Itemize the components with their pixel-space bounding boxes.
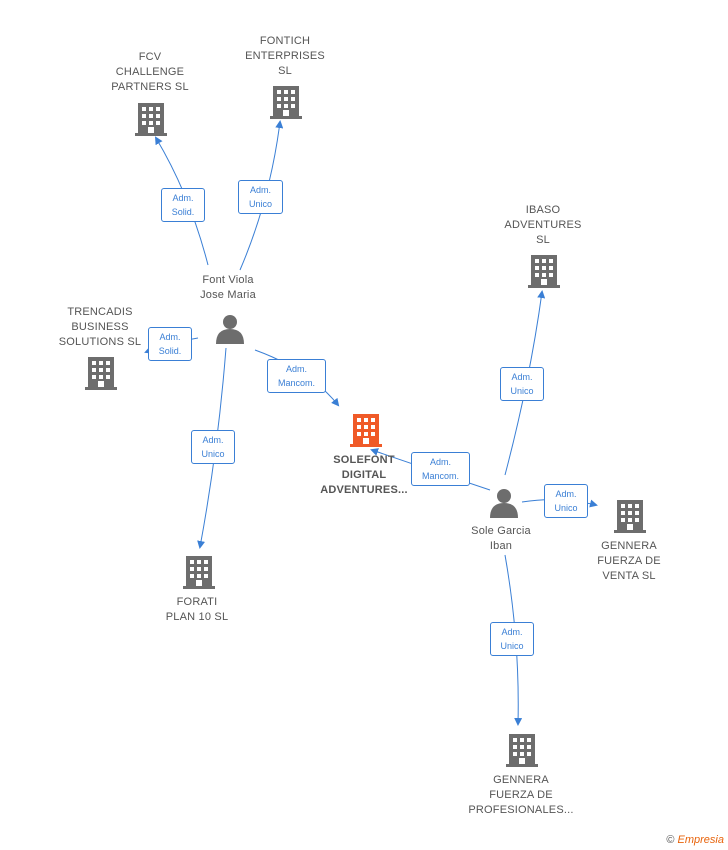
building-icon <box>506 734 538 767</box>
building-icon <box>85 357 117 390</box>
building-icon <box>350 414 382 447</box>
node-gennera-venta-label[interactable]: GENNERA FUERZA DE VENTA SL <box>597 540 661 582</box>
node-forati-label[interactable]: FORATI PLAN 10 SL <box>165 596 229 623</box>
copyright-icon: © <box>666 834 675 846</box>
edge-label-ibaso: Adm. Unico <box>500 367 544 401</box>
edge-label-gennera-venta: Adm. Unico <box>544 484 588 518</box>
edge-label-fcv: Adm. Solid. <box>161 188 205 222</box>
node-fontviola-label[interactable]: Font Viola Jose Maria <box>200 274 256 301</box>
node-fcv-label[interactable]: FCV CHALLENGE PARTNERS SL <box>111 51 189 93</box>
edge-label-fontich: Adm. Unico <box>238 180 283 214</box>
node-gennera-prof-label[interactable]: GENNERA FUERZA DE PROFESIONALES... <box>468 774 574 816</box>
building-icon <box>528 255 560 288</box>
person-icon <box>216 315 244 344</box>
edge-label-gennera-prof: Adm. Unico <box>490 622 534 656</box>
person-icon <box>490 489 518 518</box>
building-icon <box>270 86 302 119</box>
node-trencadis-label[interactable]: TRENCADIS BUSINESS SOLUTIONS SL <box>58 306 142 348</box>
node-fontich-label[interactable]: FONTICH ENTERPRISES SL <box>245 35 325 77</box>
footer-brand[interactable]: © Empresia <box>666 834 724 846</box>
node-solefont-label[interactable]: SOLEFONT DIGITAL ADVENTURES... <box>320 454 408 496</box>
building-icon <box>183 556 215 589</box>
edge-label-solefont-solegarcia: Adm. Mancom. <box>411 452 470 486</box>
edge-label-trencadis: Adm. Solid. <box>148 327 192 361</box>
node-solegarcia-label[interactable]: Sole Garcia Iban <box>471 525 531 552</box>
building-icon <box>135 103 167 136</box>
edge-label-solefont-fontviola: Adm. Mancom. <box>267 359 326 393</box>
building-icon <box>614 500 646 533</box>
node-ibaso-label[interactable]: IBASO ADVENTURES SL <box>504 204 582 246</box>
brand-name: Empresia <box>677 834 724 846</box>
edge-label-forati: Adm. Unico <box>191 430 235 464</box>
